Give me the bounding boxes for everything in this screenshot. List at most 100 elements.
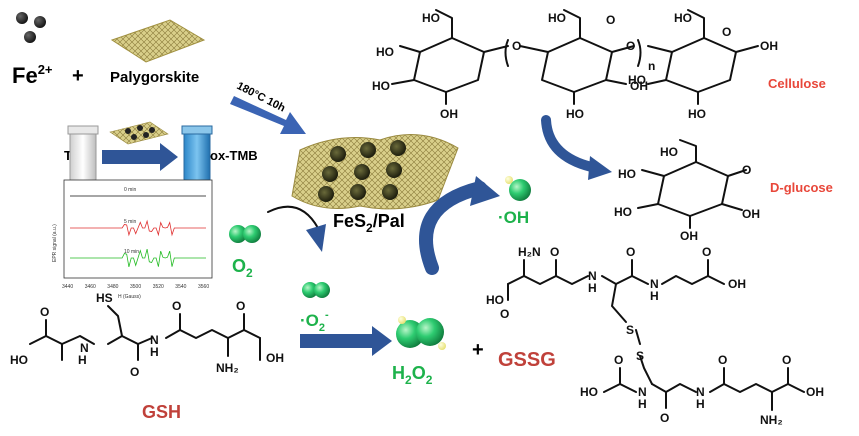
epr-trace — [70, 248, 206, 268]
svg-text:HO: HO — [376, 45, 394, 59]
svg-text:O: O — [782, 353, 791, 367]
synthesis-arrow — [230, 96, 306, 134]
plus-sign-1: + — [72, 65, 84, 87]
svg-text:HO: HO — [486, 293, 504, 307]
svg-text:OH: OH — [630, 79, 648, 93]
epr-tick-label: 3540 — [175, 284, 186, 290]
svg-text:O: O — [660, 411, 669, 425]
svg-text:OH: OH — [440, 107, 458, 121]
gsh-structure: HO O N H HS O N H O O OH NH₂ — [10, 291, 284, 379]
svg-text:O: O — [550, 245, 559, 259]
svg-text:OH: OH — [266, 351, 284, 365]
palygorskite-label: Palygorskite — [110, 69, 199, 86]
svg-text:O: O — [130, 365, 139, 379]
svg-text:S: S — [636, 349, 644, 363]
epr-tick-label: 3480 — [107, 284, 118, 290]
o2-curved-arrow — [267, 205, 319, 229]
svg-text:O: O — [614, 353, 623, 367]
dglucose-label: D-glucose — [770, 180, 833, 195]
h2o2-molecule — [396, 316, 446, 350]
ox-tmb-tube — [181, 125, 213, 183]
fes2-pal-catalyst — [291, 134, 459, 210]
oh-curved-arrow — [419, 181, 487, 275]
cellulose-label: Cellulose — [768, 76, 826, 91]
epr-tick-label: 3560 — [198, 284, 209, 290]
svg-text:N: N — [638, 385, 647, 399]
svg-text:NH₂: NH₂ — [216, 361, 239, 375]
fe-ion-label: Fe2+ — [12, 62, 53, 88]
o2-arrowhead — [306, 224, 326, 252]
gssg-label: GSSG — [498, 349, 556, 371]
gssg-structure: HO H₂N O O N H O N H O OH S S O N H O N … — [486, 245, 824, 427]
svg-text:H: H — [588, 281, 597, 295]
epr-tick-label: 3460 — [85, 284, 96, 290]
epr-xlabel: H (Gauss) — [118, 294, 141, 300]
epr-tick-label: 3520 — [153, 284, 164, 290]
svg-text:O: O — [236, 299, 245, 313]
epr-trace — [70, 219, 206, 237]
svg-text:OH: OH — [680, 229, 698, 243]
svg-text:OH: OH — [742, 207, 760, 221]
superoxide-molecule — [302, 282, 330, 298]
svg-text:HO: HO — [548, 11, 566, 25]
svg-text:O: O — [172, 299, 181, 313]
o2-molecule — [229, 225, 261, 243]
svg-text:NH₂: NH₂ — [760, 413, 783, 427]
svg-text:O: O — [512, 39, 521, 53]
gsh-label: GSH — [142, 402, 181, 422]
svg-text:OH: OH — [806, 385, 824, 399]
svg-text:N: N — [588, 269, 597, 283]
svg-text:O: O — [742, 163, 751, 177]
svg-text:O: O — [718, 353, 727, 367]
svg-text:HO: HO — [688, 107, 706, 121]
svg-text:O: O — [626, 39, 635, 53]
palygorskite-sheet — [110, 19, 206, 63]
superoxide-label: ·O2- — [300, 309, 329, 334]
epr-ylabel: EPR signal (a.u.) — [52, 224, 58, 262]
o2-label: O2 — [232, 256, 253, 280]
svg-text:HO: HO — [10, 353, 28, 367]
tmb-tube — [67, 125, 99, 183]
svg-text:H₂N: H₂N — [518, 245, 541, 259]
svg-text:HO: HO — [372, 79, 390, 93]
svg-text:O: O — [606, 13, 615, 27]
cellulose-repeat-n: n — [648, 59, 655, 73]
oh-radical-molecule — [505, 176, 531, 201]
svg-text:N: N — [80, 341, 89, 355]
cellulose-structure: HO HO HO OH O HO O HO OH O HO HO HO OH O… — [372, 9, 778, 121]
svg-text:HO: HO — [614, 205, 632, 219]
svg-text:H: H — [696, 397, 705, 411]
plus-sign-2: + — [472, 339, 484, 361]
mini-catalyst — [109, 121, 169, 145]
svg-text:S: S — [626, 323, 634, 337]
svg-text:HO: HO — [422, 11, 440, 25]
cellulose-curved-arrow — [541, 115, 601, 173]
cellulose-arrowhead — [588, 156, 612, 180]
svg-text:HO: HO — [618, 167, 636, 181]
svg-text:N: N — [650, 277, 659, 291]
svg-text:HO: HO — [628, 73, 646, 87]
oh-arrowhead — [470, 176, 500, 206]
svg-text:OH: OH — [760, 39, 778, 53]
dglucose-structure: HO HO HO OH OH O — [614, 139, 760, 243]
svg-text:H: H — [638, 397, 647, 411]
epr-tick-label: 3500 — [130, 284, 141, 290]
svg-text:OH: OH — [728, 277, 746, 291]
svg-text:N: N — [150, 333, 159, 347]
svg-text:H: H — [150, 345, 159, 359]
iron-ion-dots — [16, 12, 46, 43]
svg-text:O: O — [722, 25, 731, 39]
svg-text:O: O — [626, 245, 635, 259]
svg-text:O: O — [702, 245, 711, 259]
svg-text:HS: HS — [96, 291, 113, 305]
ox-tmb-label: ox-TMB — [210, 148, 258, 163]
catalyst-label: FeS2/Pal — [333, 211, 405, 235]
svg-text:HO: HO — [566, 107, 584, 121]
gsh-arrow — [300, 326, 392, 356]
epr-trace-label: 5 min — [124, 219, 136, 225]
svg-text:H: H — [78, 353, 87, 367]
